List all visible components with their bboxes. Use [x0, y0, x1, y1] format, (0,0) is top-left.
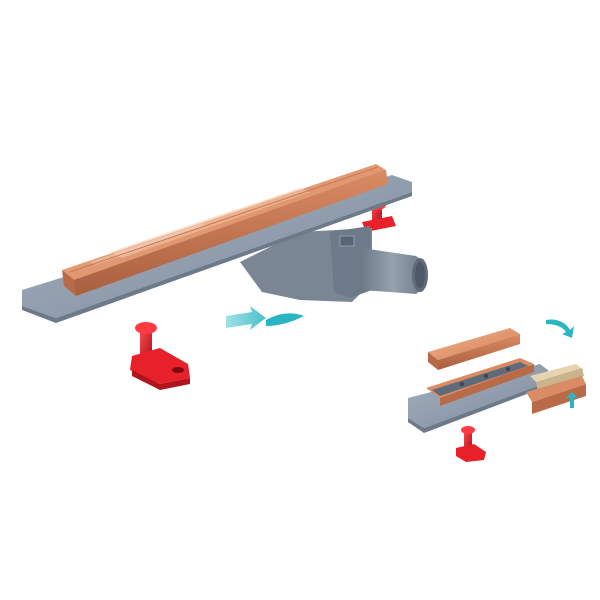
red-foot-front-left — [130, 322, 190, 390]
inset-red-foot — [456, 426, 486, 462]
inset-base-plate — [408, 364, 548, 428]
base-plate — [22, 175, 412, 318]
main-drain — [22, 164, 428, 390]
copper-grate-front — [74, 170, 388, 296]
transition-arrow — [226, 306, 304, 330]
inset-arrow-middle — [566, 392, 578, 408]
inset-tile-insert-grate — [526, 364, 586, 414]
detail-inset — [408, 319, 586, 462]
drain-outlet — [240, 226, 428, 302]
inset-arrow-top — [546, 319, 574, 338]
inset-copper-grate — [428, 328, 520, 370]
